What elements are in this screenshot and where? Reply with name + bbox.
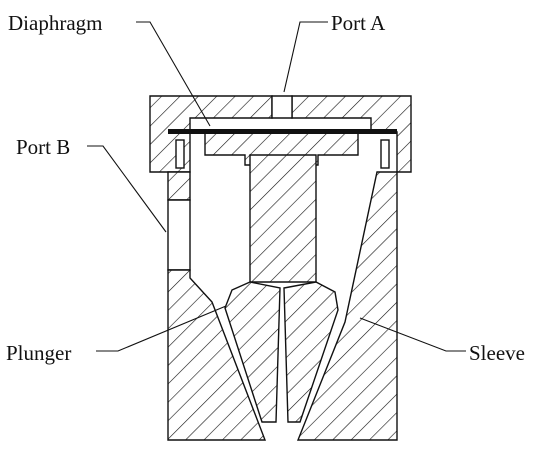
right-guide-slot <box>380 139 390 169</box>
port-b-leader <box>87 145 167 233</box>
sleeve-leader <box>359 317 466 352</box>
diaphragm-leader <box>136 21 211 127</box>
sleeve-left-wedge <box>167 269 267 441</box>
sleeve-right-body <box>296 171 398 441</box>
port-b-opening <box>167 199 191 271</box>
plunger-stem <box>249 154 317 283</box>
label-port-b: Port B <box>16 135 70 159</box>
label-plunger: Plunger <box>6 341 71 365</box>
plunger-head <box>204 131 359 166</box>
plunger-leader <box>96 305 227 352</box>
left-guide-slot <box>175 139 185 169</box>
sleeve-left-wall <box>167 171 191 201</box>
port-a-leader <box>283 21 328 93</box>
plunger-left-tine <box>224 281 281 423</box>
diaphragm <box>168 129 397 134</box>
label-diaphragm: Diaphragm <box>8 11 102 35</box>
label-sleeve: Sleeve <box>469 341 525 365</box>
plunger-right-tine <box>283 281 339 423</box>
label-port-a: Port A <box>331 11 386 35</box>
port-a-channel <box>271 95 293 119</box>
